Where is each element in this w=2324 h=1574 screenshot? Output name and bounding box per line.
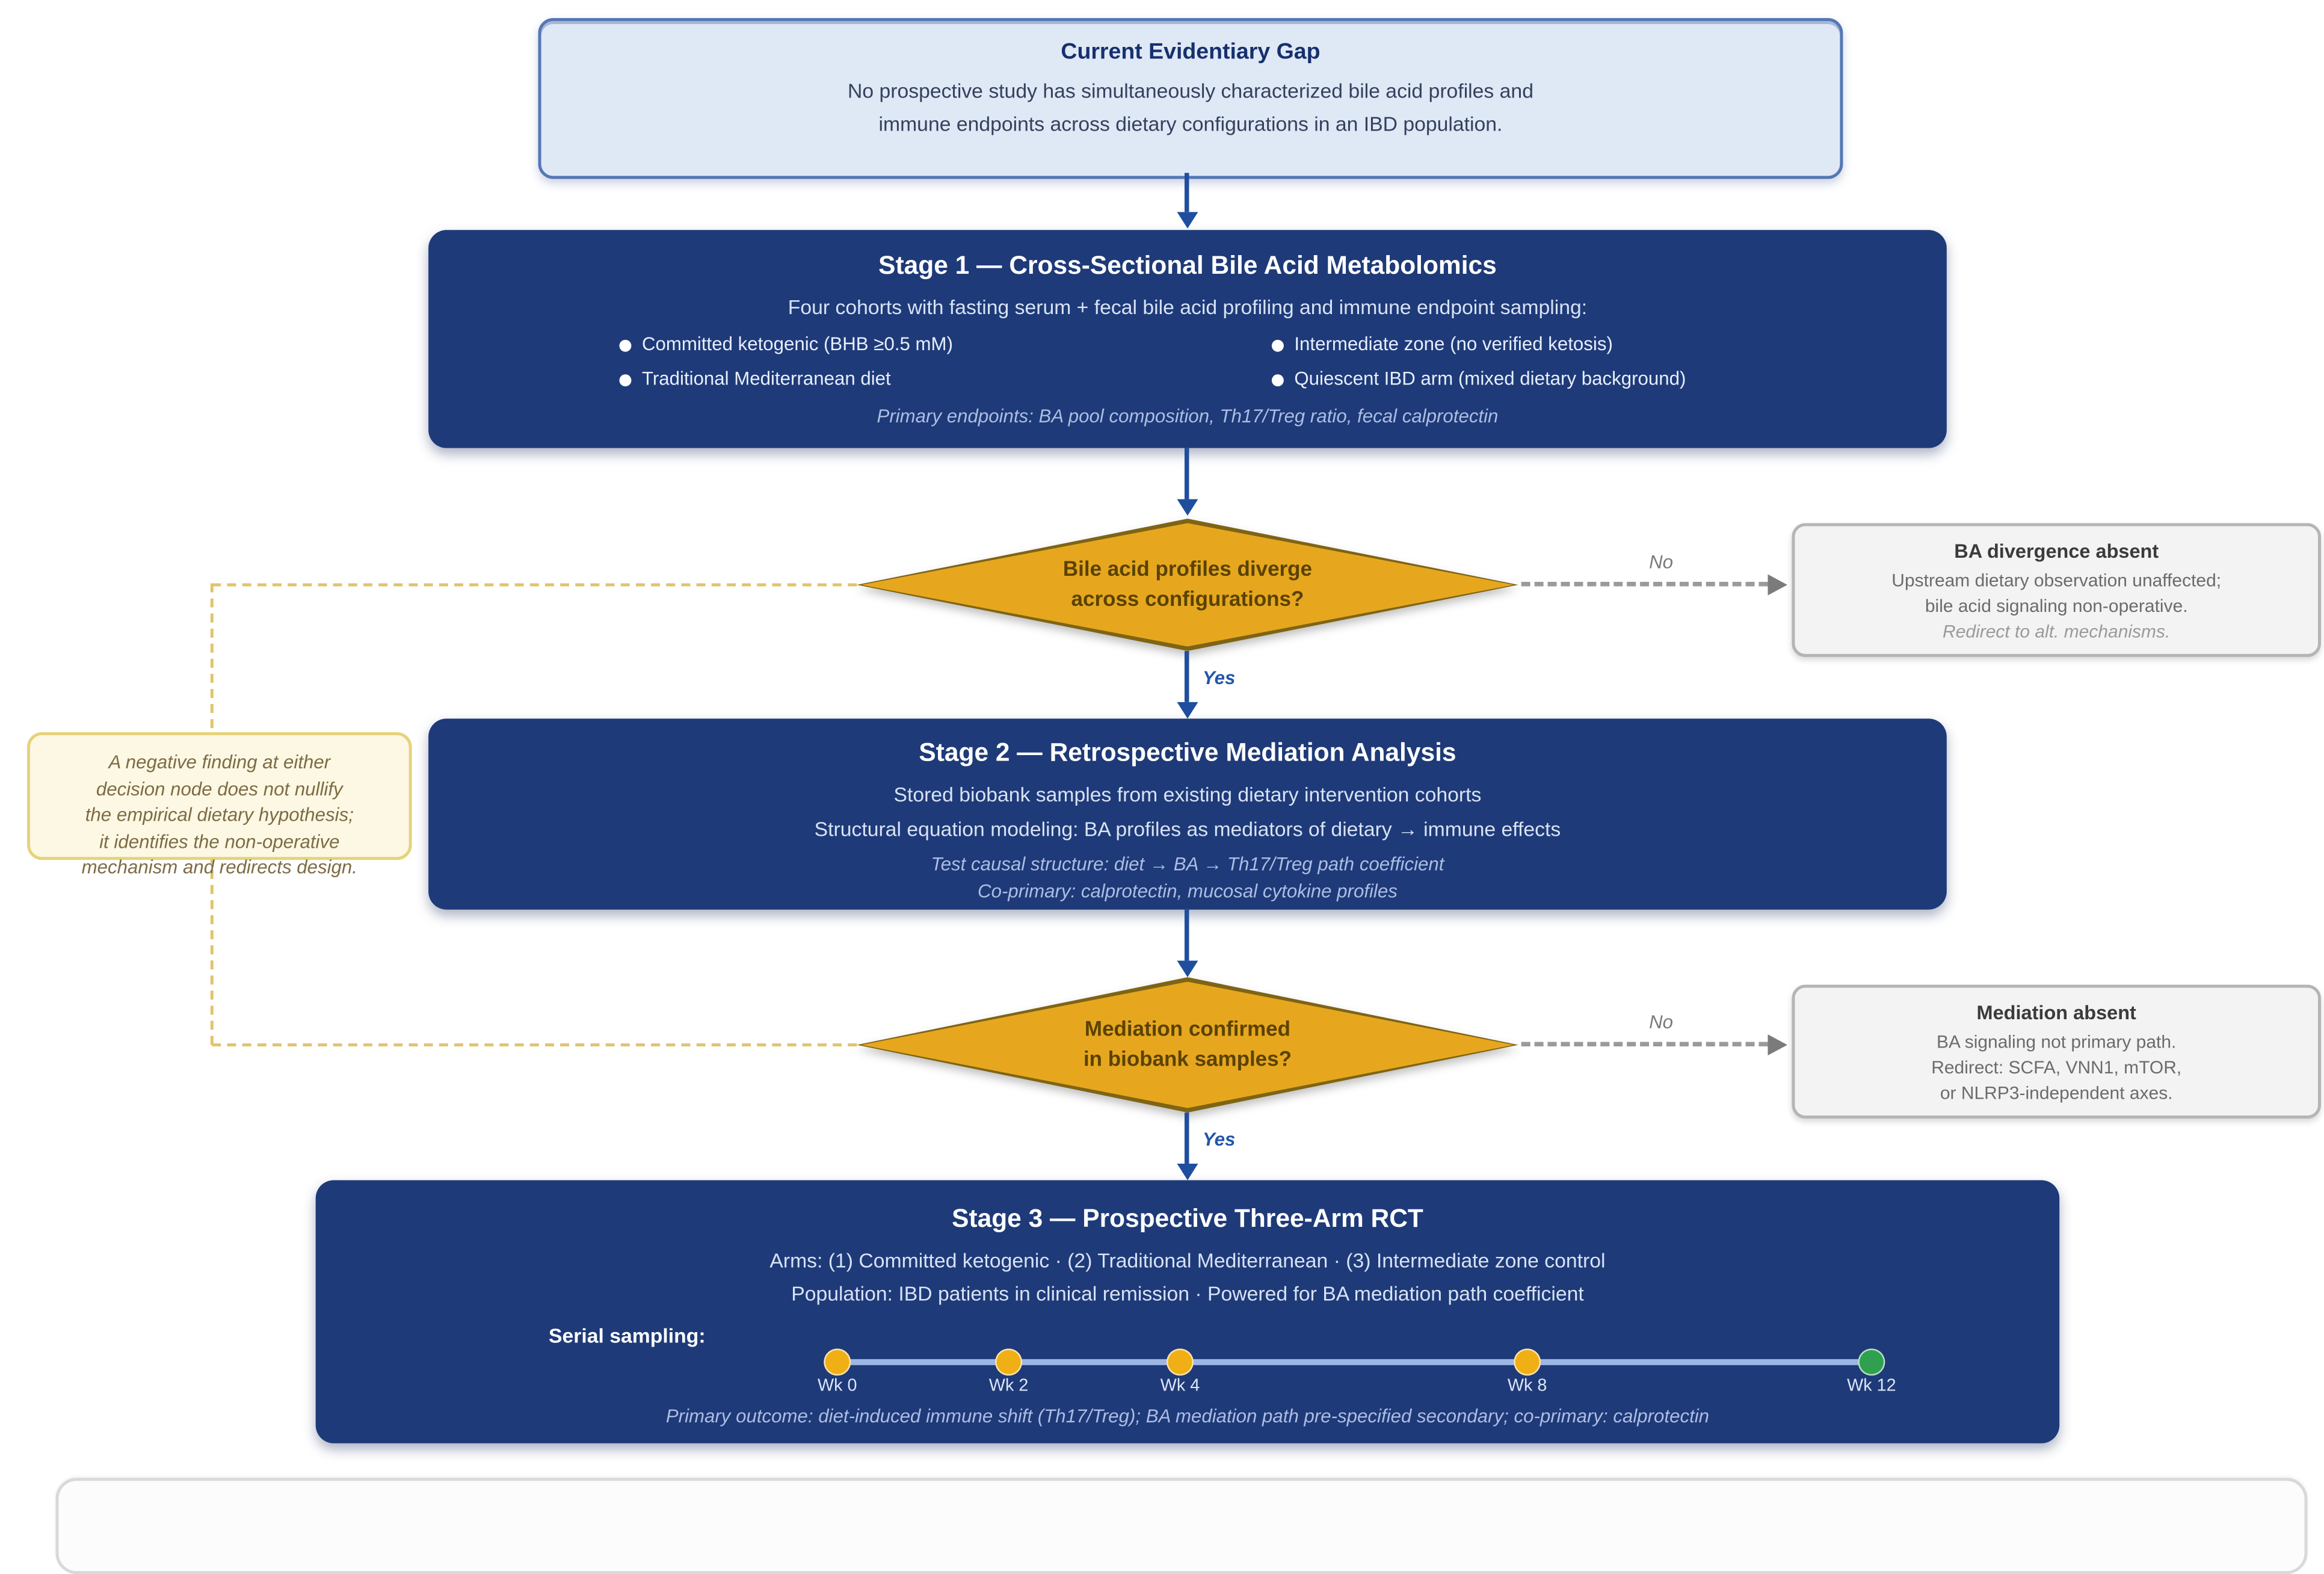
no-box2-line1: BA signaling not primary path.	[1937, 1031, 2177, 1053]
no-path-line	[1521, 581, 1768, 587]
flow-arrow-line	[1184, 909, 1189, 961]
decision2-diamond: Mediation confirmed in biobank samples?	[857, 977, 1518, 1113]
stage3-outcome: Primary outcome: diet-induced immune shi…	[665, 1406, 1710, 1427]
side-note-line2: decision node does not nullify	[96, 778, 343, 800]
stage2-line1: Stored biobank samples from existing die…	[893, 783, 1482, 806]
stage1-title: Stage 1 — Cross-Sectional Bile Acid Meta…	[878, 251, 1497, 280]
ba-divergence-absent-box: BA divergence absent Upstream dietary ob…	[1792, 523, 2321, 657]
stage1-endpoints: Primary endpoints: BA pool composition, …	[877, 406, 1499, 427]
arrow-down-icon	[1177, 1163, 1198, 1180]
no-box2-title: Mediation absent	[1976, 1001, 2136, 1024]
side-note-text: A negative finding at either decision no…	[30, 750, 409, 882]
wk-label: Wk 8	[1507, 1377, 1547, 1395]
feedback-connector-bottom	[212, 1043, 857, 1047]
stage1-bullet-1: Committed ketogenic (BHB ≥0.5 mM)	[619, 334, 953, 355]
flow-arrow-line	[1184, 448, 1189, 499]
no-box1-line2: bile acid signaling non-operative.	[1925, 595, 2188, 617]
bullet-icon	[1271, 374, 1284, 386]
side-note-line4: it identifies the non-operative	[99, 830, 340, 852]
flow-arrow-line	[1184, 650, 1189, 702]
arrow-right-icon	[1768, 1034, 1787, 1056]
side-note-line1: A negative finding at either	[108, 752, 331, 773]
decision1-line1: Bile acid profiles diverge	[1062, 557, 1313, 581]
wk-label: Wk 0	[818, 1377, 857, 1395]
decision1-line2: across configurations?	[1071, 586, 1304, 611]
flowchart-canvas: Current Evidentiary Gap No prospective s…	[26, 17, 2321, 1574]
bullet-icon	[619, 339, 632, 351]
gap-title: Current Evidentiary Gap	[1061, 39, 1321, 65]
evidentiary-gap-box: Current Evidentiary Gap No prospective s…	[538, 17, 1843, 179]
stage1-bullet-3: Intermediate zone (no verified ketosis)	[1271, 334, 1613, 355]
no-label: No	[1649, 552, 1674, 573]
arrow-right-icon	[1768, 574, 1787, 596]
no-box2-line3: or NLRP3-independent axes.	[1940, 1082, 2173, 1104]
feedback-connector-top	[212, 583, 857, 587]
no-path-line	[1521, 1042, 1768, 1047]
stage1-bullet-2: Traditional Mediterranean diet	[619, 368, 891, 389]
flow-arrow-line	[1184, 1113, 1189, 1164]
stage2-italic2: Co-primary: calprotectin, mucosal cytoki…	[978, 881, 1398, 903]
arrow-down-icon	[1177, 499, 1198, 516]
stage3-line2: Population: IBD patients in clinical rem…	[791, 1282, 1584, 1305]
stage2-italic1: Test causal structure: diet → BA → Th17/…	[931, 854, 1444, 875]
stage2-box: Stage 2 — Retrospective Mediation Analys…	[428, 718, 1947, 910]
decision2-line2: in biobank samples?	[1083, 1046, 1292, 1071]
timeline-marker-wk4	[1166, 1348, 1194, 1376]
bullet-icon	[619, 374, 632, 386]
stage3-box: Stage 3 — Prospective Three-Arm RCT Arms…	[315, 1180, 2060, 1443]
decision1-diamond: Bile acid profiles diverge across config…	[857, 519, 1518, 651]
decision1-question: Bile acid profiles diverge across config…	[857, 519, 1518, 651]
timeline-marker-wk0	[824, 1348, 851, 1376]
no-label: No	[1649, 1011, 1674, 1033]
stage3-line1: Arms: (1) Committed ketogenic · (2) Trad…	[769, 1249, 1606, 1272]
no-box1-line1: Upstream dietary observation unaffected;	[1891, 570, 2222, 591]
side-note-box: A negative finding at either decision no…	[26, 732, 412, 878]
no-box1-italic: Redirect to alt. mechanisms.	[1943, 620, 2171, 642]
bottom-panel-edge	[55, 1478, 2308, 1574]
stage2-title: Stage 2 — Retrospective Mediation Analys…	[919, 738, 1456, 767]
wk-label: Wk 2	[988, 1377, 1029, 1395]
decision2-line1: Mediation confirmed	[1084, 1017, 1291, 1042]
serial-sampling-label: Serial sampling:	[549, 1324, 706, 1347]
arrow-down-icon	[1177, 960, 1198, 978]
yes-label: Yes	[1202, 667, 1236, 689]
no-box2-line2: Redirect: SCFA, VNN1, mTOR,	[1931, 1057, 2182, 1078]
timeline-line	[837, 1359, 1872, 1365]
decision2-question: Mediation confirmed in biobank samples?	[857, 977, 1518, 1113]
wk-label: Wk 12	[1847, 1377, 1896, 1395]
timeline-marker-wk8	[1514, 1348, 1541, 1376]
arrow-down-icon	[1177, 702, 1198, 719]
gap-line-2: immune endpoints across dietary configur…	[878, 113, 1503, 135]
stage1-subtitle: Four cohorts with fasting serum + fecal …	[788, 296, 1588, 319]
yes-label: Yes	[1202, 1129, 1236, 1150]
gap-line-1: No prospective study has simultaneously …	[847, 79, 1533, 102]
arrow-down-icon	[1177, 212, 1198, 229]
stage2-line2: Structural equation modeling: BA profile…	[814, 818, 1561, 841]
bullet-icon	[1271, 339, 1284, 351]
no-box1-title: BA divergence absent	[1954, 540, 2159, 563]
mediation-absent-box: Mediation absent BA signaling not primar…	[1792, 984, 2321, 1119]
timeline-marker-wk2	[995, 1348, 1023, 1376]
stage1-bullet-4: Quiescent IBD arm (mixed dietary backgro…	[1271, 368, 1686, 389]
timeline-marker-wk12	[1858, 1348, 1885, 1376]
side-note-line3: the empirical dietary hypothesis;	[85, 804, 354, 826]
stage3-title: Stage 3 — Prospective Three-Arm RCT	[952, 1204, 1423, 1233]
wk-label: Wk 4	[1160, 1377, 1200, 1395]
flow-arrow-line	[1184, 173, 1189, 212]
side-note-line5: mechanism and redirects design.	[81, 857, 357, 878]
stage1-box: Stage 1 — Cross-Sectional Bile Acid Meta…	[428, 230, 1947, 448]
